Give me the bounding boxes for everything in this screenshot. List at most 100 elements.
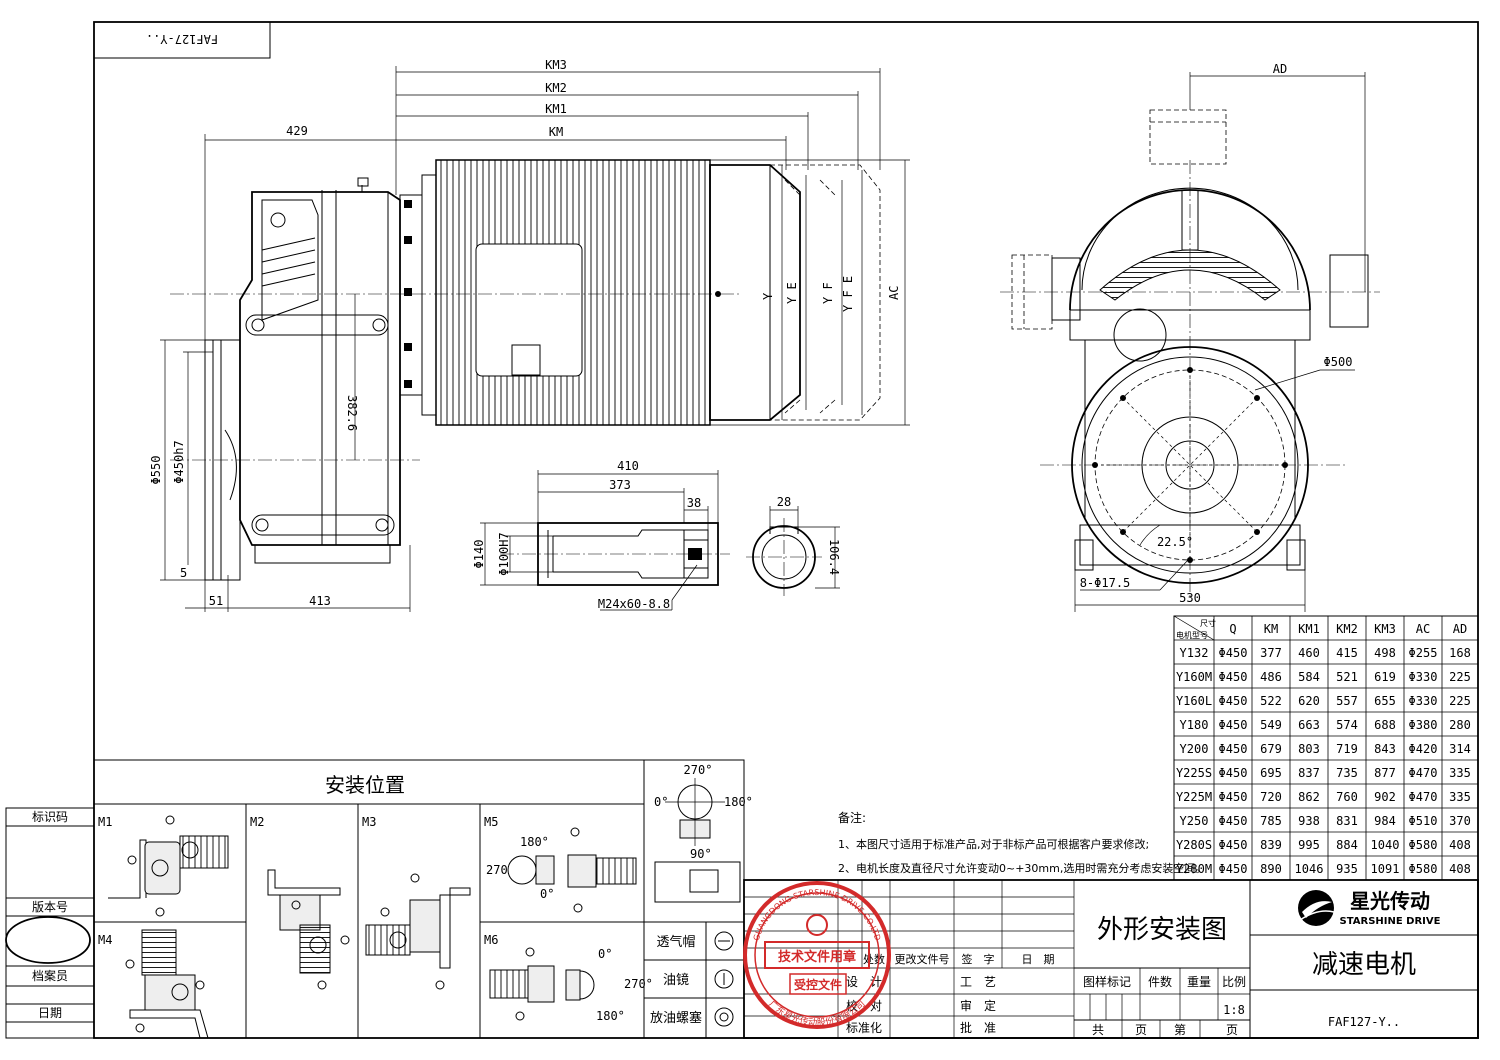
model-name: FAF127-Y.. (1328, 1015, 1400, 1029)
m6-180: 180° (596, 1009, 625, 1023)
phi140-label: Φ140 (472, 540, 486, 569)
table-cell: Φ450 (1219, 790, 1248, 804)
dim-51: 51 (209, 594, 223, 608)
holes-label: 8-Φ17.5 (1080, 576, 1131, 590)
orient-270: 270° (684, 763, 713, 777)
dim-373: 373 (609, 478, 631, 492)
table-cell: Φ330 (1409, 694, 1438, 708)
sign-approve: 批 准 (960, 1020, 996, 1035)
sheet-no: 第 (1174, 1023, 1186, 1037)
note-2: 2、电机长度及直径尺寸允许变动0~+30mm,选用时需充分考虑安装空间。 (838, 861, 1206, 875)
pos-m2: M2 (250, 815, 264, 829)
table-cell: Φ450 (1219, 670, 1248, 684)
table-corner-top: 尺寸 (1200, 618, 1216, 628)
m3-sketch (365, 873, 471, 990)
brand-cn: 星光传动 (1350, 889, 1430, 913)
table-cell: 837 (1298, 766, 1320, 780)
table-cell: 688 (1374, 718, 1396, 732)
m4-sketch (125, 929, 209, 1039)
version-label: 版本号 (32, 900, 68, 914)
table-cell: 460 (1298, 646, 1320, 660)
km1-label: KM1 (545, 102, 567, 116)
orient-0: 0° (654, 795, 668, 809)
table-cell: Φ510 (1409, 814, 1438, 828)
dim-382-6: 382.6 (345, 395, 359, 431)
phi500-label: Φ500 (1324, 355, 1353, 369)
m1-sketch (108, 815, 229, 917)
dim-530: 530 (1179, 591, 1201, 605)
sheet-total: 共 (1092, 1023, 1104, 1037)
ad-label: AD (1273, 62, 1287, 76)
orient-90: 90° (690, 847, 712, 861)
drawing-name: 外形安装图 (1097, 915, 1227, 945)
table-row-label: Y225M (1176, 790, 1212, 804)
rev-sign: 签 字 (962, 952, 995, 966)
attr-mark: 图样标记 (1083, 974, 1131, 989)
phi100h7-label: Φ100H7 (497, 532, 511, 575)
table-cell: Φ450 (1219, 814, 1248, 828)
y-fe-label: Y F E (841, 276, 855, 312)
stamp-line1: 技术文件用章 (778, 949, 856, 965)
table-cell: 877 (1374, 766, 1396, 780)
table-header: KM1 (1298, 622, 1320, 636)
table-cell: 620 (1298, 694, 1320, 708)
m6-0: 0° (598, 947, 612, 961)
table-cell: 498 (1374, 646, 1396, 660)
pos-m3: M3 (362, 815, 376, 829)
rev-count: 处数 (863, 953, 885, 966)
table-cell: 408 (1449, 862, 1471, 876)
table-cell: 1040 (1371, 838, 1400, 852)
km3-label: KM3 (545, 58, 567, 72)
table-cell: 584 (1298, 670, 1320, 684)
table-cell: Φ450 (1219, 718, 1248, 732)
side-view: AD Φ500 22.5° 8-Φ17.5 530 (1000, 62, 1380, 612)
install-title: 安装位置 (325, 773, 405, 797)
table-header: KM3 (1374, 622, 1396, 636)
dim-410: 410 (617, 459, 639, 473)
sign-standard: 标准化 (846, 1021, 882, 1035)
attr-count: 件数 (1148, 974, 1172, 989)
table-cell: 1046 (1295, 862, 1324, 876)
table-cell: 557 (1336, 694, 1358, 708)
table-cell: 695 (1260, 766, 1282, 780)
y-label: Y (761, 292, 775, 300)
pos-m5: M5 (484, 815, 498, 829)
phi550-label: Φ550 (149, 456, 163, 485)
legend-drain-plug: 放油螺塞 (650, 1010, 702, 1026)
table-header: AD (1453, 622, 1467, 636)
pos-m4: M4 (98, 933, 112, 947)
table-cell: 785 (1260, 814, 1282, 828)
km-label: KM (549, 125, 563, 139)
table-cell: Φ580 (1409, 862, 1438, 876)
table-cell: 225 (1449, 670, 1471, 684)
keyway-section: 28 106.4 (746, 495, 841, 596)
table-header: AC (1416, 622, 1430, 636)
legend-rows: 透气帽 油镜 放油螺塞 (644, 921, 744, 1038)
table-cell: 803 (1298, 742, 1320, 756)
table-cell: 522 (1260, 694, 1282, 708)
sign-process: 工 艺 (960, 975, 996, 989)
dim-5: 5 (180, 566, 187, 580)
stamp-line2: 受控文件 (794, 977, 842, 992)
table-cell: 902 (1374, 790, 1396, 804)
table-cell: 486 (1260, 670, 1282, 684)
table-cell: 280 (1449, 718, 1471, 732)
table-cell: 760 (1336, 790, 1358, 804)
rev-date: 日 期 (1022, 953, 1055, 966)
table-cell: 655 (1374, 694, 1396, 708)
table-cell: 843 (1374, 742, 1396, 756)
table-cell: 168 (1449, 646, 1471, 660)
table-cell: 663 (1298, 718, 1320, 732)
table-cell: 984 (1374, 814, 1396, 828)
dim-413: 413 (309, 594, 331, 608)
m5-sketch: 180° 270 0° (486, 827, 637, 913)
dim-106-4: 106.4 (827, 539, 841, 575)
archiver-label: 档案员 (32, 968, 68, 983)
angle-22-5: 22.5° (1157, 535, 1193, 549)
table-cell: 574 (1336, 718, 1358, 732)
dim-38: 38 (687, 496, 701, 510)
table-cell: 408 (1449, 838, 1471, 852)
table-cell: 884 (1336, 838, 1358, 852)
